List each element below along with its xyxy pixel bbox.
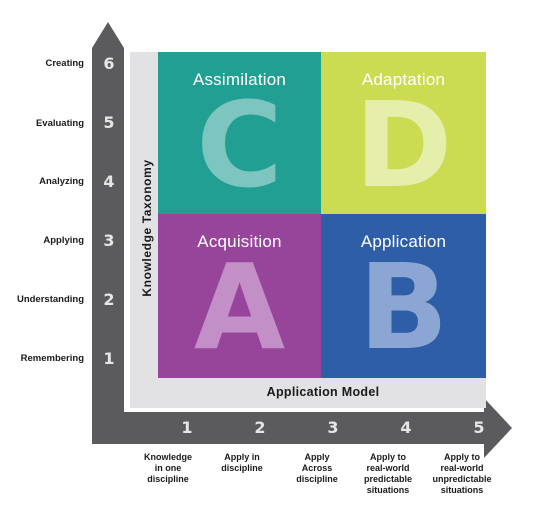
y-level-number: 2: [103, 290, 115, 309]
y-level-number: 6: [103, 54, 115, 73]
quadrant-letter: B: [358, 238, 449, 376]
quadrant-assimilation: Assimilation C: [158, 52, 321, 214]
x-level-number: 4: [400, 418, 412, 437]
horizontal-axis-arrow: [92, 398, 512, 458]
quadrant-title: Acquisition: [197, 232, 282, 251]
y-level-label: Analyzing: [39, 176, 84, 187]
quadrant-acquisition: Acquisition A: [158, 214, 321, 378]
x-level-label: Apply to real-world unpredictable situat…: [432, 452, 492, 495]
y-level-number: 1: [103, 349, 115, 368]
quadrant-letter: D: [354, 76, 453, 214]
y-level-label: Remembering: [20, 353, 84, 364]
x-level-label: Apply to real-world predictable situatio…: [363, 452, 412, 495]
x-axis-title: Application Model: [266, 385, 380, 399]
y-level-number: 5: [103, 113, 115, 132]
x-level-number: 1: [181, 418, 193, 437]
y-level-number: 4: [103, 172, 115, 191]
y-level-number: 3: [103, 231, 115, 250]
quadrant-title: Application: [360, 232, 447, 251]
x-level-label: Knowledge in one discipline: [143, 452, 192, 484]
quadrant-application: Application B: [321, 214, 486, 378]
quadrant-adaptation: Adaptation D: [321, 52, 486, 214]
quadrant-title: Assimilation: [192, 70, 287, 89]
y-level-label: Creating: [45, 58, 84, 69]
y-level-label: Applying: [43, 235, 84, 246]
x-level-label: Apply in discipline: [221, 452, 263, 473]
x-level-label: Apply Across discipline: [296, 452, 338, 484]
y-axis-title: Knowledge Taxonomy: [140, 159, 154, 297]
quadrant-letter: C: [196, 76, 283, 214]
x-level-number: 3: [327, 418, 339, 437]
x-level-number: 5: [473, 418, 485, 437]
y-level-label: Evaluating: [35, 118, 84, 129]
vertical-axis-arrow: [92, 22, 124, 412]
quadrant-letter: A: [193, 238, 286, 376]
quadrant-title: Adaptation: [361, 70, 446, 89]
y-level-label: Understanding: [16, 294, 84, 305]
x-level-number: 2: [254, 418, 266, 437]
